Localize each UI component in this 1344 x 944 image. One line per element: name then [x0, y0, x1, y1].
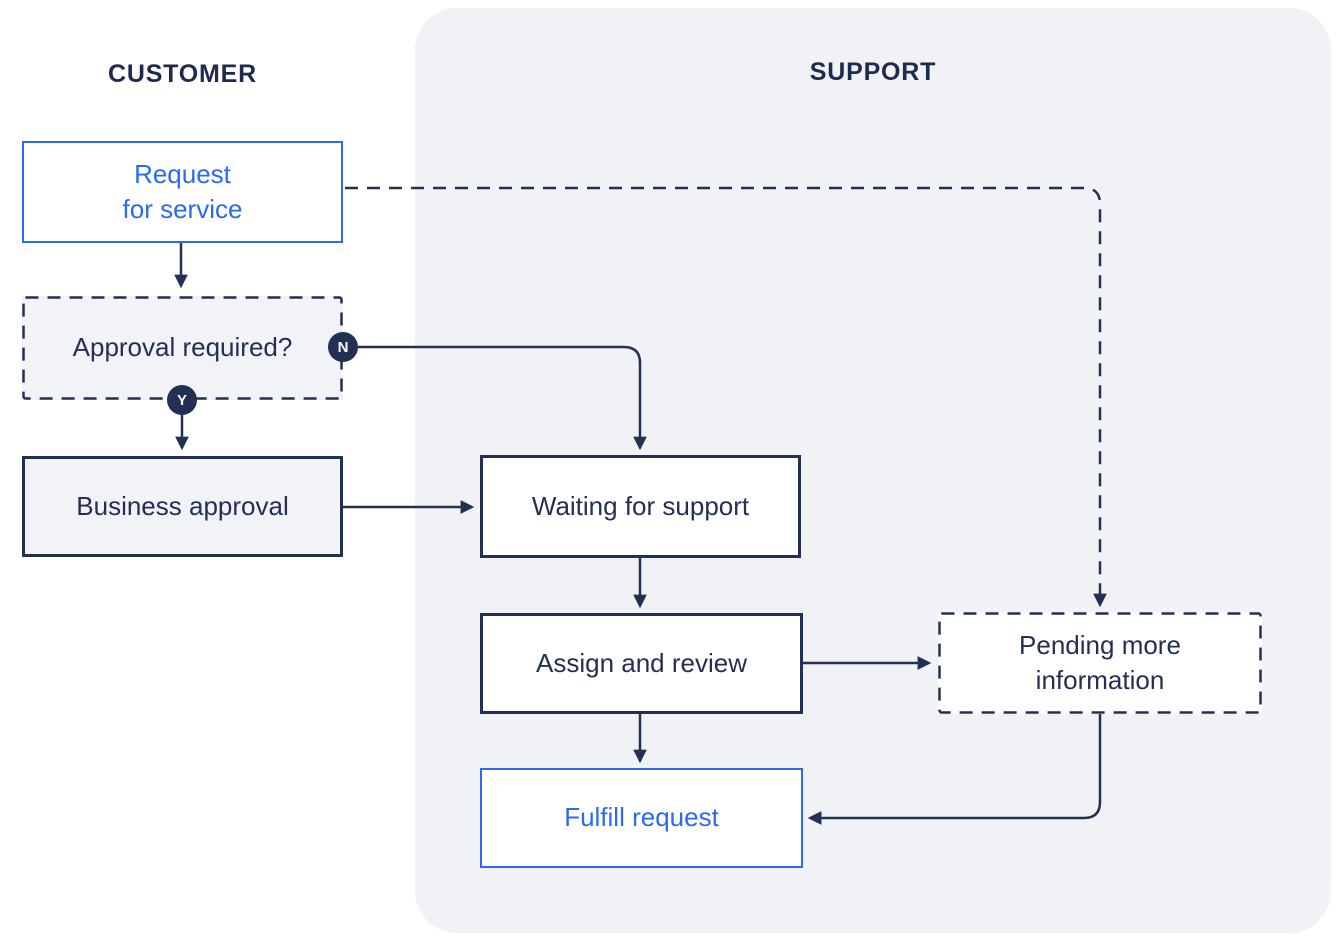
decision-badge-yes: Y [167, 385, 197, 415]
lane-header-support: SUPPORT [809, 58, 937, 86]
node-pending-more-information: Pending more information [938, 612, 1262, 714]
node-business-approval: Business approval [22, 456, 343, 557]
node-request-for-service: Request for service [22, 141, 343, 243]
node-waiting-for-support: Waiting for support [480, 455, 801, 558]
lane-header-customer: CUSTOMER [107, 60, 257, 88]
node-assign-and-review: Assign and review [480, 613, 803, 714]
node-fulfill-request: Fulfill request [480, 768, 803, 868]
decision-badge-no: N [328, 332, 358, 362]
